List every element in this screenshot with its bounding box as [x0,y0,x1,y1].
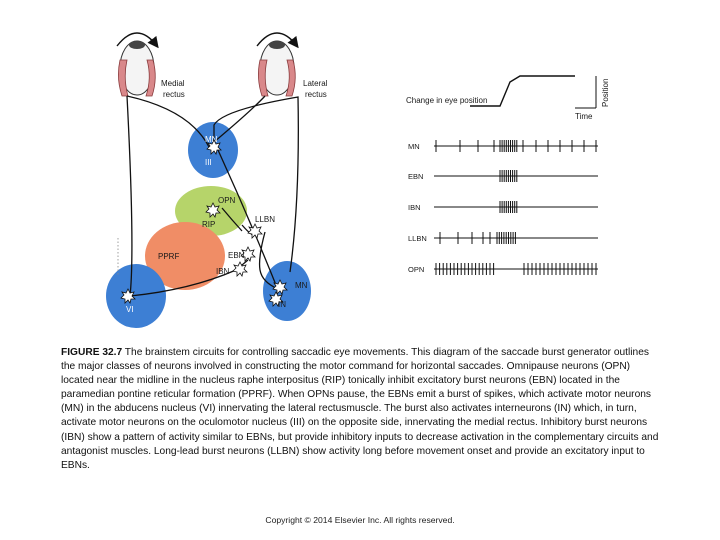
lateral-rectus-label-1: Lateral [303,79,328,88]
figure-label: FIGURE 32.7 [61,347,123,358]
position-plot-title: Change in eye position [406,96,487,105]
ibn-label: IBN [216,267,230,276]
lateral-rectus-label-2: rectus [305,90,327,99]
medial-rectus-label-1: Medial [161,79,185,88]
time-label: Time [575,112,593,121]
pprf-label: PPRF [158,252,179,261]
trace-label-opn: OPN [408,265,424,274]
mn-top-label: MN [205,135,218,144]
saccade-circuit-diagram: Medial rectus Lateral rectus [106,32,610,328]
trace-label-llbn: LLBN [408,234,427,243]
iii-label: III [205,158,212,167]
lateral-rectus-muscle [285,59,296,97]
mn-bottom-label: MN [295,281,308,290]
in-label: IN [278,300,286,309]
figure-caption: FIGURE 32.7 The brainstem circuits for c… [61,346,661,473]
llbn-label: LLBN [255,215,275,224]
caption-text: The brainstem circuits for controlling s… [61,347,659,471]
trace-label-mn: MN [408,142,420,151]
pprf-region [145,222,225,290]
trace-label-ibn: IBN [408,203,421,212]
eye-position-plot [470,75,597,109]
copyright-notice: Copyright © 2014 Elsevier Inc. All right… [265,515,455,525]
rip-label: RIP [202,220,215,229]
medial-rectus-label-2: rectus [163,90,185,99]
opn-label: OPN [218,196,236,205]
spike-traces: MN EBN IBN LLBN OPN [408,140,598,275]
contralateral-nucleus [263,261,311,321]
left-eye [116,32,159,97]
neuron-cells [120,139,288,307]
vi-label: VI [126,305,134,314]
position-label: Position [601,79,610,107]
ebn-label: EBN [228,251,245,260]
trace-label-ebn: EBN [408,172,423,181]
right-eye [256,32,299,97]
